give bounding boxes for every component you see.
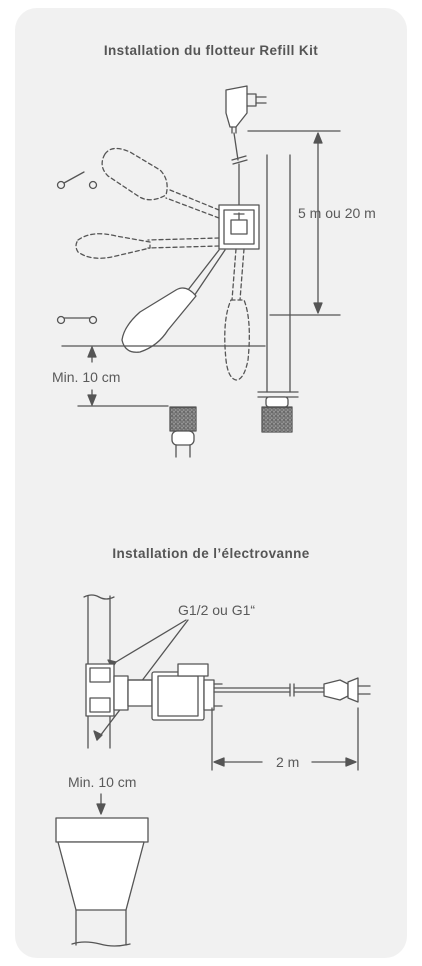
- float-switch-box: [218, 204, 260, 250]
- pipe-vertical: [83, 594, 115, 749]
- switch-closed-icon: [56, 315, 98, 325]
- filter-strainer-icon: [257, 391, 299, 433]
- thread-size-label: G1/2 ou G1“: [178, 602, 255, 618]
- float-installation-title: Installation du flotteur Refill Kit: [103, 43, 319, 58]
- solenoid-valve-icon: [85, 663, 223, 721]
- power-plug-icon: [347, 677, 371, 703]
- float-switch-lower: [121, 249, 226, 353]
- diagram-panel: Installation du flotteur Refill Kit Inst…: [15, 8, 407, 958]
- cable-length-dimension-2: 2 m: [211, 707, 359, 771]
- strainer-small-icon: [169, 406, 197, 458]
- cable-length-label: 5 m ou 20 m: [298, 205, 376, 221]
- cable-length-dimension: 5 m ou 20 m: [247, 130, 376, 316]
- min-distance-label-1: Min. 10 cm: [52, 369, 120, 385]
- funnel-icon: [55, 817, 149, 947]
- min-distance-dimension-1: Min. 10 cm: [52, 345, 266, 407]
- power-plug-icon: [225, 85, 267, 134]
- min-distance-label-2: Min. 10 cm: [68, 774, 136, 790]
- cable-length-label-2: 2 m: [276, 754, 299, 770]
- switch-open-icon: [56, 171, 98, 190]
- float-switch-icon: [75, 147, 250, 381]
- valve-installation-title: Installation de l’électrovanne: [112, 546, 310, 561]
- valve-cable: [213, 679, 349, 701]
